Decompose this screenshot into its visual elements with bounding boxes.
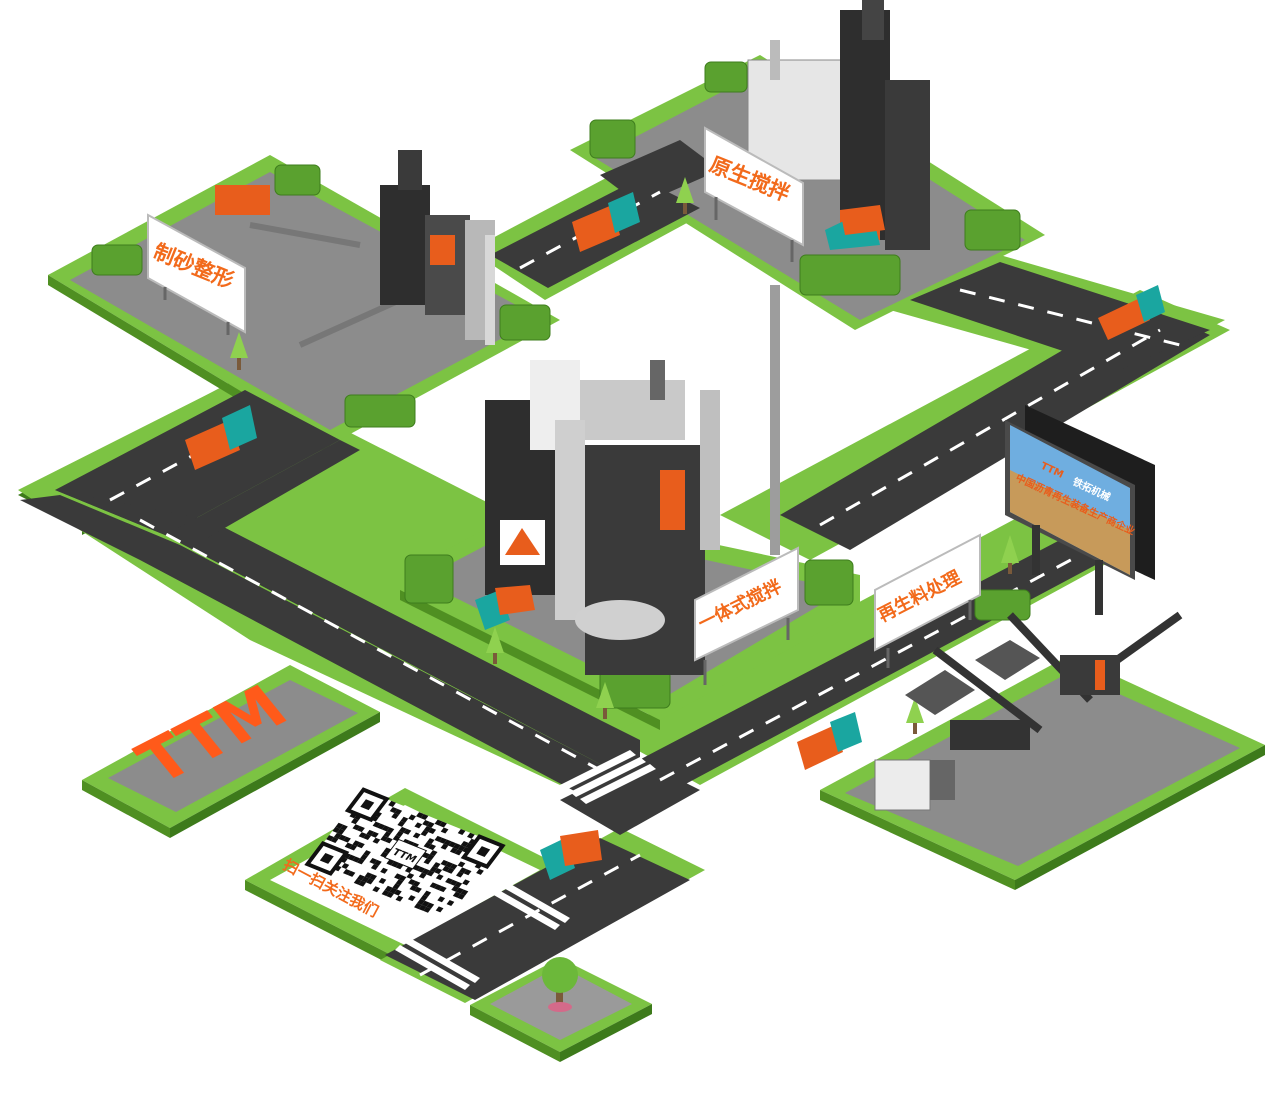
logo-plot [108,680,358,812]
billboard: TTM 铁拓机械 中国沥青再生装备生产商企业 [1005,405,1155,615]
recycling-plot [845,672,1240,866]
truck [1098,285,1165,340]
qr-code[interactable]: TTM [304,787,506,921]
tree [596,682,614,719]
qr-code-block: TTM 扫一扫关注我们 [280,787,506,921]
original-mixing-plot [595,72,1025,320]
truck [185,405,257,470]
hedge [589,119,636,159]
orange-bins [215,185,270,215]
hedge [344,394,416,428]
hedge [804,559,854,606]
hedges [91,61,1031,709]
road-upper-right [780,305,1210,550]
sand-making-plant [215,150,495,348]
tree [676,177,694,214]
truck [825,205,885,250]
sign-sand-making: 制砂整形 [147,213,246,335]
hedge [974,589,1031,621]
trucks [185,192,1165,880]
tree [542,957,578,1012]
crosswalks [395,750,656,990]
trees [230,177,1019,1012]
integrated-mixing-plant [485,285,780,675]
tree [230,332,248,370]
truck [572,192,640,252]
hedge [91,244,143,276]
hedge [704,61,748,93]
tree [486,627,504,664]
hedge [499,304,551,341]
hedge [964,209,1021,251]
truck [540,830,602,880]
recycling-plant [874,611,1183,811]
truck [797,712,862,770]
tree [1001,535,1019,574]
truck [475,585,535,630]
hedge [274,164,321,196]
tree [906,697,924,734]
hedge [799,254,901,296]
hedge [404,554,454,604]
